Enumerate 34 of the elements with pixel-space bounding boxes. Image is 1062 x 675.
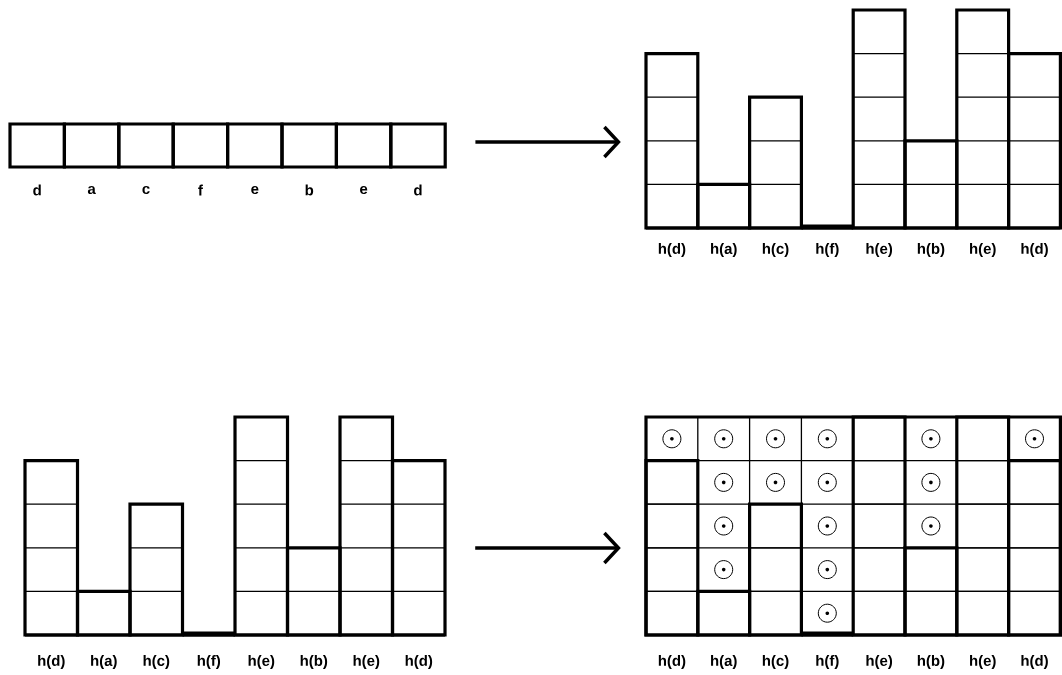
bar-label: h(a) xyxy=(711,243,737,257)
bar-label: h(e) xyxy=(866,243,893,257)
bar-label: h(d) xyxy=(658,655,686,669)
arrow xyxy=(475,125,621,159)
bar-label: h(b) xyxy=(300,655,328,669)
bar-label: h(e) xyxy=(866,655,893,669)
bar-label: h(d) xyxy=(1021,655,1048,669)
arrow xyxy=(475,531,621,565)
bar-label: h(f) xyxy=(197,655,221,669)
bar-label: h(c) xyxy=(762,243,789,257)
cell-label: d xyxy=(33,184,41,196)
bar-label: h(e) xyxy=(970,243,996,257)
bar-label: h(f) xyxy=(816,655,839,669)
bar-label: h(a) xyxy=(91,655,117,669)
bar-label: h(c) xyxy=(762,655,789,669)
bar-label: h(c) xyxy=(143,655,170,669)
cell-label: f xyxy=(198,184,203,196)
bar-label: h(d) xyxy=(658,243,686,257)
bar-label: h(e) xyxy=(248,655,275,669)
cell-label: e xyxy=(360,185,368,195)
bar-label: h(f) xyxy=(816,243,839,257)
bar-label: h(b) xyxy=(917,243,945,257)
bar-label: h(b) xyxy=(917,655,945,669)
bar-label: h(a) xyxy=(711,655,737,669)
bar-label: h(d) xyxy=(38,655,65,669)
cell-label: b xyxy=(305,184,314,196)
bar-label: h(d) xyxy=(1021,243,1048,257)
cell-label: e xyxy=(251,185,259,195)
bar-label: h(e) xyxy=(970,655,996,669)
bar-label: h(e) xyxy=(353,655,380,669)
cell-label: d xyxy=(414,184,422,196)
bar-label: h(d) xyxy=(405,655,433,669)
cell-label: a xyxy=(87,185,96,195)
cell-label: c xyxy=(142,185,150,195)
